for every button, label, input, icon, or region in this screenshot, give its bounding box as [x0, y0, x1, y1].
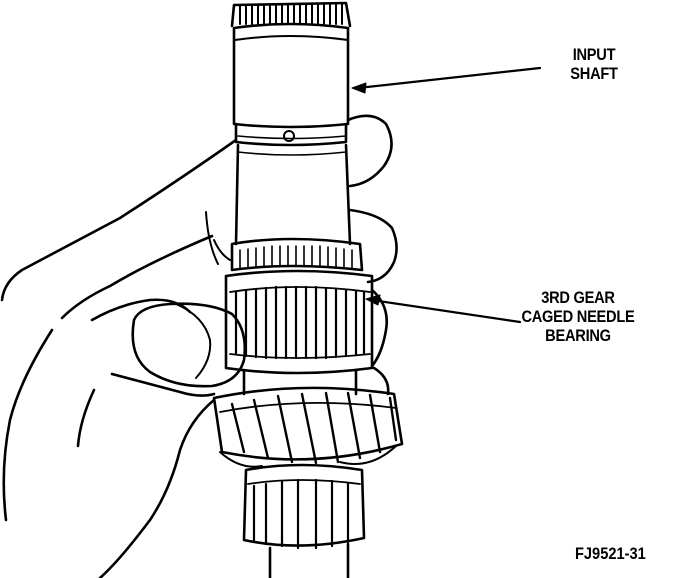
- needle-bearing-label: 3RD GEAR CAGED NEEDLE BEARING: [501, 288, 656, 345]
- caged-needle-bearing: [224, 237, 374, 396]
- input-shaft: [232, 22, 352, 246]
- input-shaft-label-line-2: SHAFT: [570, 64, 618, 83]
- leader-input-shaft: [351, 66, 542, 94]
- needle-bearing-label-line-1: 3RD GEAR: [541, 288, 615, 307]
- input-shaft-label-line-1: INPUT: [572, 45, 616, 64]
- needle-bearing-label-line-3: BEARING: [545, 326, 611, 345]
- third-gear: [212, 386, 404, 468]
- input-shaft-label: INPUT SHAFT: [549, 45, 638, 83]
- shaft-top-spline: [230, 1, 352, 28]
- needle-bearing-label-line-2: CAGED NEEDLE: [521, 307, 635, 326]
- figure-code: FJ9521-31: [575, 544, 646, 563]
- hand-left: [0, 138, 247, 578]
- leader-needle-bearing: [365, 294, 522, 324]
- hand-fingers-right: [346, 114, 398, 396]
- lower-spline: [242, 463, 366, 578]
